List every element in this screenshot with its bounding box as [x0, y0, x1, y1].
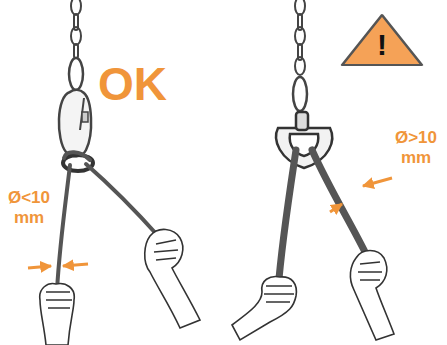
rope: [57, 152, 160, 290]
carabiner: [59, 90, 91, 156]
warning-triangle: !: [338, 12, 426, 68]
dimension-label: Ø>10 mm: [392, 128, 440, 167]
diameter-arrows: [330, 178, 392, 212]
hand: [40, 284, 75, 345]
hand: [232, 277, 296, 340]
chain: [295, 0, 305, 75]
warning-mark: !: [338, 30, 426, 60]
diameter-arrows: [28, 264, 88, 268]
hand: [350, 251, 394, 341]
ok-mark: OK: [98, 58, 188, 111]
chain: [71, 0, 81, 58]
hand: [145, 229, 200, 328]
quick-link: [69, 58, 83, 90]
quick-link: [293, 77, 307, 111]
dimension-label: Ø<10 mm: [6, 188, 52, 227]
descender-device: [276, 112, 332, 168]
